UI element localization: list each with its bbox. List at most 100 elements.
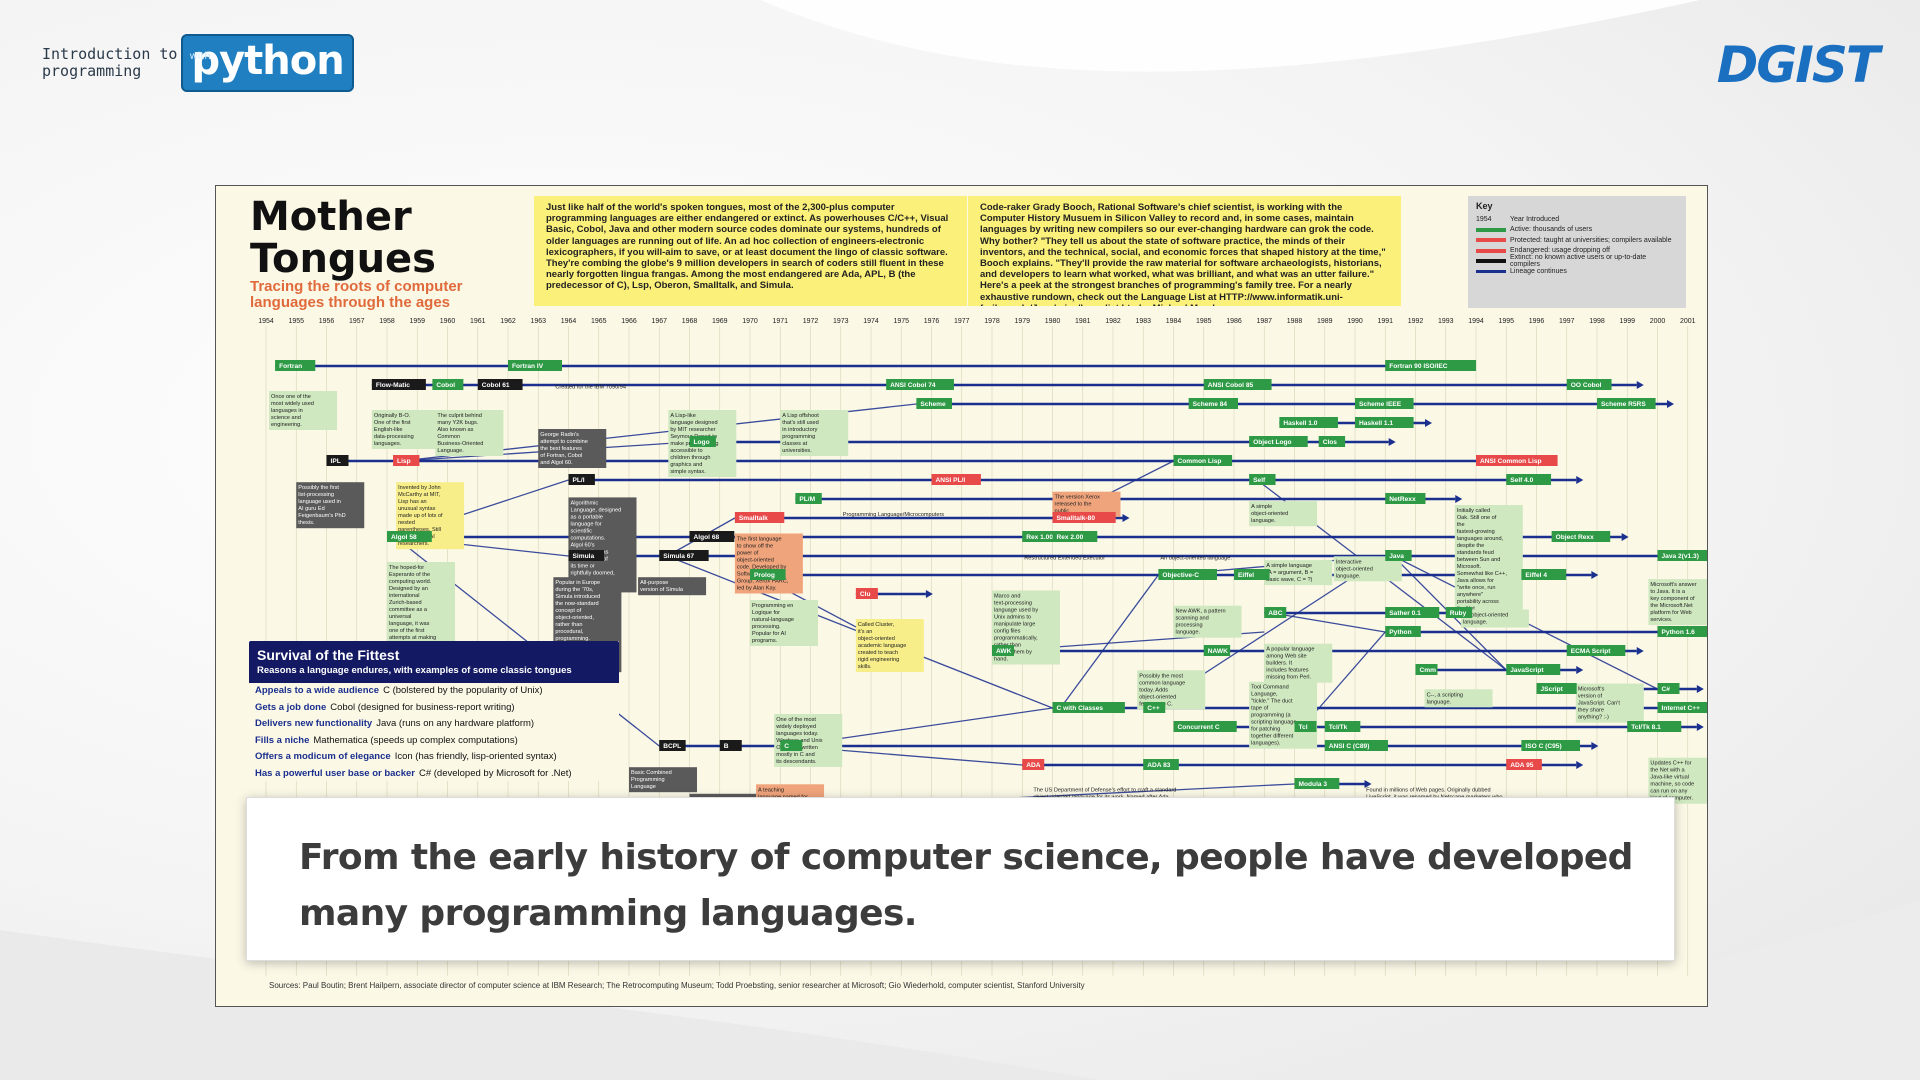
language-label-box [916, 398, 952, 409]
language-label-box [734, 512, 785, 523]
annotation-box [371, 410, 440, 449]
survival-reason: Fills a niche [255, 734, 310, 746]
survival-example: Mathematica (speeds up complex computati… [313, 734, 518, 746]
year-tick-label: 1959 [409, 318, 425, 325]
annotation-box [269, 391, 338, 430]
annotation-box [1173, 605, 1242, 638]
survival-example: Cobol (designed for business-report writ… [330, 701, 515, 713]
legend-row: Lineage continues [1476, 267, 1678, 278]
language-label-box [931, 474, 981, 485]
language-label-box [1173, 721, 1237, 732]
year-tick-label: 1992 [1408, 318, 1424, 325]
year-tick-label: 1981 [1075, 318, 1091, 325]
language-label-box [1052, 512, 1116, 523]
language-label-box [432, 379, 464, 390]
language-label: Rex 1.00 [1026, 534, 1053, 541]
language-label: Lisp [397, 458, 411, 465]
year-tick-label: 1996 [1529, 318, 1545, 325]
language-label: Ruby [1450, 610, 1467, 617]
language-label: Algol 58 [391, 534, 417, 541]
legend-swatch [1476, 259, 1506, 264]
lineage-arrow [1636, 381, 1644, 389]
year-tick-label: 1990 [1347, 318, 1363, 325]
language-label: Cobol [436, 382, 455, 389]
language-label: Fortran IV [512, 363, 544, 370]
logo-line-1: Introduction to [42, 45, 178, 63]
language-label-box [1022, 759, 1045, 770]
year-tick-label: 2001 [1680, 318, 1696, 325]
influence-link [1059, 574, 1159, 709]
year-tick-label: 1956 [319, 318, 335, 325]
annotation-box [1264, 560, 1333, 586]
language-label: Sather 0.1 [1389, 610, 1421, 617]
language-label: B [724, 743, 729, 750]
year-tick-label: 1986 [1226, 318, 1242, 325]
annotation-box [1249, 681, 1318, 749]
annotation-box [1648, 579, 1707, 626]
lineage-arrow [1696, 685, 1704, 693]
language-label: Concurrent C [1178, 724, 1220, 731]
year-tick-label: 1961 [470, 318, 486, 325]
year-tick-label: 1955 [288, 318, 304, 325]
legend-row: Active: thousands of users [1476, 225, 1678, 236]
language-label-box [1385, 626, 1421, 637]
language-label-box [1324, 721, 1361, 732]
language-label-box [1052, 531, 1098, 542]
language-label-box [1627, 721, 1682, 732]
language-label-box [659, 550, 709, 561]
annotation-box [568, 497, 637, 593]
language-label-box [1566, 645, 1626, 656]
language-label: Clu [860, 591, 871, 598]
legend-swatch [1476, 270, 1506, 274]
language-label-box [1566, 379, 1612, 390]
language-label: ANSI Cobol 85 [1208, 382, 1254, 389]
year-tick-label: 1994 [1468, 318, 1484, 325]
language-label: Smalltalk [739, 515, 768, 522]
language-label-box [1506, 664, 1561, 675]
legend-label: Protected: taught at universities; compi… [1510, 236, 1672, 244]
intro-paragraph-left: Just like half of the world's spoken ton… [534, 196, 967, 306]
language-label-box [1551, 531, 1611, 542]
language-label-box [750, 569, 786, 580]
language-label-box [371, 379, 426, 390]
annotation-text: Restructured Extended Executor [1024, 556, 1105, 562]
language-label-box [1173, 455, 1233, 466]
year-tick-label: 1960 [440, 318, 456, 325]
annotation-box [780, 410, 849, 456]
survival-example: C# (developed by Microsoft for .Net) [418, 767, 572, 779]
language-label: Tcl/Tk [1329, 724, 1348, 731]
language-label: Python 1.6 [1662, 629, 1696, 636]
lineage-arrow [1576, 476, 1584, 484]
lineage-arrow [1122, 514, 1130, 522]
legend-row: Extinct: no known active users or up-to-… [1476, 254, 1678, 268]
year-tick-label: 1989 [1317, 318, 1333, 325]
language-label-box [1324, 740, 1388, 751]
language-label: Simula [573, 553, 595, 560]
language-label: ADA 95 [1510, 762, 1534, 769]
year-tick-label: 1973 [833, 318, 849, 325]
language-label-box [1657, 702, 1707, 713]
annotation-text: Programming Language/Microcomputers [843, 512, 945, 518]
language-label-box [1355, 417, 1414, 428]
language-label: Eiffel 4 [1525, 572, 1547, 579]
survival-subtitle: Reasons a language endures, with example… [257, 665, 572, 676]
language-label-box [689, 436, 716, 447]
annotation-box [750, 600, 818, 646]
year-tick-label: 1975 [893, 318, 909, 325]
language-label: ANSI Cobol 74 [890, 382, 936, 389]
annotation-text: A simple language(A = argument, B =basic… [1266, 563, 1313, 583]
language-label: C [784, 743, 789, 750]
language-label: Scheme 84 [1193, 401, 1228, 408]
language-label-box [1022, 531, 1068, 542]
lineage-arrow [1455, 495, 1463, 503]
language-label: Cobol 61 [482, 382, 510, 389]
language-label-box [477, 379, 523, 390]
